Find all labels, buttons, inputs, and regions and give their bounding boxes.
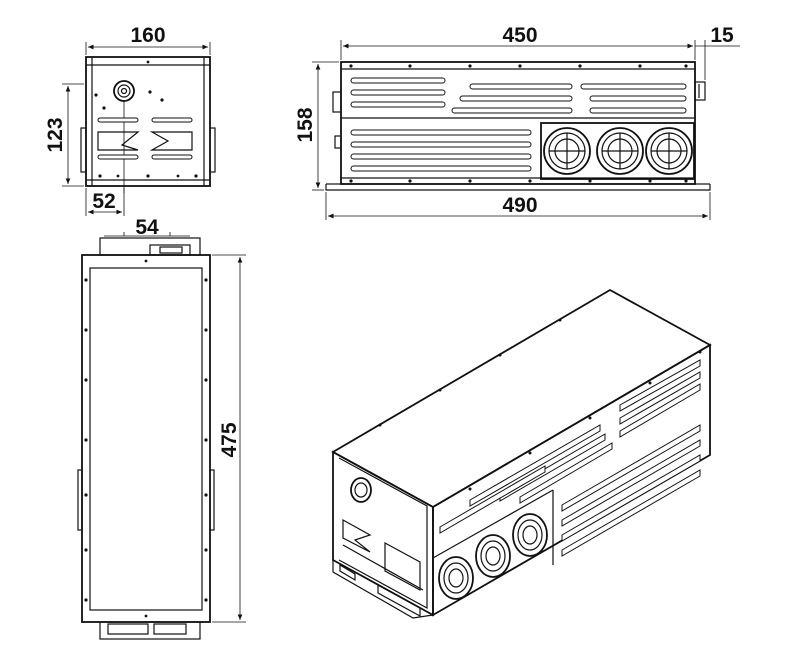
dim-front-height-label: 123 bbox=[44, 117, 67, 152]
dim-side-total-label: 490 bbox=[502, 194, 537, 217]
dim-top-width-label: 54 bbox=[135, 216, 159, 239]
iso-side-face bbox=[432, 343, 711, 617]
fan-icon bbox=[596, 127, 644, 175]
fan-icon bbox=[645, 127, 693, 175]
side-view bbox=[325, 61, 711, 191]
dim-front-offset-label: 52 bbox=[92, 190, 115, 213]
dimension-side-length: 450 bbox=[340, 24, 696, 60]
dimension-side-connector: 15 bbox=[695, 24, 740, 80]
dimension-front-height: 123 bbox=[44, 83, 84, 187]
iso-fan-icon bbox=[475, 534, 511, 578]
top-view bbox=[77, 237, 215, 640]
dimension-side-total: 490 bbox=[325, 192, 711, 220]
dimension-side-height: 158 bbox=[294, 61, 339, 191]
iso-connector-icon bbox=[350, 477, 372, 503]
dim-side-height-label: 158 bbox=[294, 107, 317, 142]
iso-fan-icon bbox=[438, 556, 474, 600]
dim-front-width-label: 160 bbox=[130, 24, 165, 47]
dimension-front-width: 160 bbox=[85, 24, 211, 55]
isometric-view bbox=[331, 288, 712, 619]
dimension-top-length: 475 bbox=[212, 254, 246, 623]
front-view bbox=[80, 56, 216, 193]
iso-fan-icon bbox=[512, 513, 548, 557]
side-body bbox=[340, 61, 696, 185]
top-body bbox=[81, 254, 211, 623]
iso-front-face bbox=[332, 450, 434, 617]
dim-side-length-label: 450 bbox=[502, 24, 537, 47]
dim-side-connector-label: 15 bbox=[710, 24, 734, 47]
dimension-top-width: 54 bbox=[104, 216, 190, 239]
dim-top-length-label: 475 bbox=[218, 422, 241, 457]
dimension-front-offset: 52 bbox=[85, 188, 125, 216]
front-body bbox=[85, 56, 211, 187]
front-connector-icon bbox=[113, 80, 135, 102]
fan-icon bbox=[543, 127, 591, 175]
fan-panel bbox=[540, 122, 695, 180]
